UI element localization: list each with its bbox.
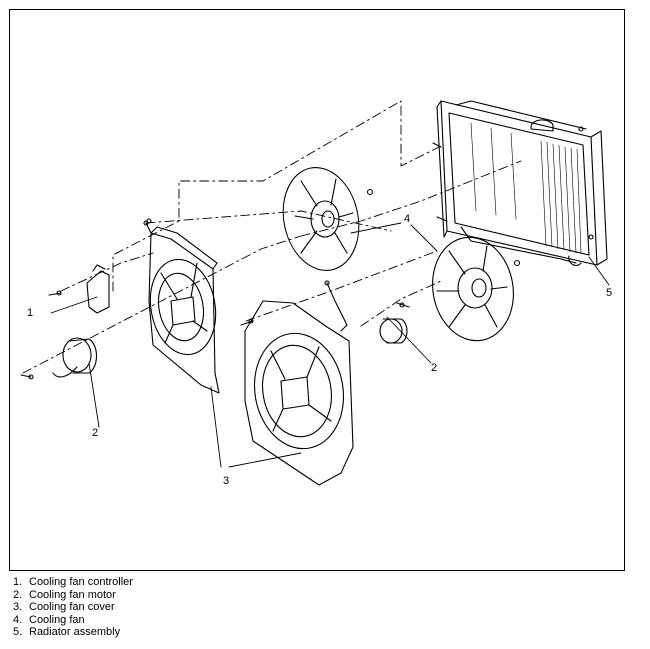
legend-number: 4. xyxy=(13,613,23,626)
callout-2-left: 2 xyxy=(92,427,99,439)
callout-4: 4 xyxy=(404,213,411,225)
legend-number: 5. xyxy=(13,626,23,639)
callout-3: 3 xyxy=(223,475,230,487)
radiator-assembly xyxy=(432,100,608,266)
callout-1: 1 xyxy=(27,307,34,319)
legend-label: Cooling fan controller xyxy=(29,576,133,588)
legend-number: 2. xyxy=(13,588,23,601)
radiator-cap xyxy=(530,119,554,132)
cooling-fan-lower xyxy=(432,236,521,342)
legend-item: 4. Cooling fan xyxy=(13,614,133,627)
assembly-guide-lines xyxy=(22,100,522,374)
legend-number: 1. xyxy=(13,576,23,588)
legend-label: Cooling fan xyxy=(29,613,85,626)
legend-label: Cooling fan cover xyxy=(29,601,115,614)
cooling-fan-upper xyxy=(282,167,374,271)
legend-item: 2. Cooling fan motor xyxy=(13,589,133,602)
legend-label: Radiator assembly xyxy=(29,626,121,639)
legend-label: Cooling fan motor xyxy=(29,588,116,601)
callout-2-right: 2 xyxy=(431,362,438,374)
parts-legend: 1. Cooling fan controller 2. Cooling fan m… xyxy=(13,576,133,639)
legend-item: 1. Cooling fan controller xyxy=(13,576,133,589)
cooling-fan-controller xyxy=(48,218,254,326)
cooling-fan-cover-lower xyxy=(244,280,354,486)
cooling-fan-motor-left xyxy=(20,337,98,380)
cooling-fan-motor-right xyxy=(379,302,410,344)
cooling-fan-cover-upper xyxy=(143,220,220,394)
exploded-view-drawing xyxy=(20,100,610,486)
diagram-frame: 1 2 2 3 4 5 xyxy=(9,9,625,571)
legend-item: 3. Cooling fan cover xyxy=(13,601,133,614)
legend-number: 3. xyxy=(13,601,23,614)
leader-lines xyxy=(50,222,610,468)
legend-item: 5. Radiator assembly xyxy=(13,626,133,639)
callout-5: 5 xyxy=(606,287,613,299)
